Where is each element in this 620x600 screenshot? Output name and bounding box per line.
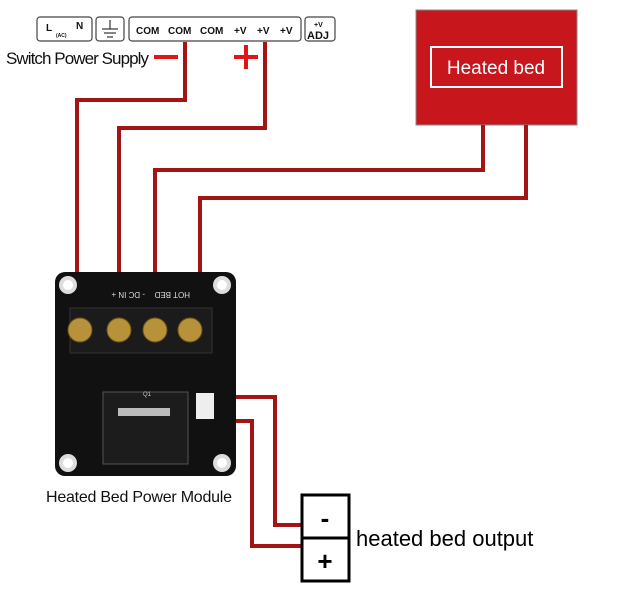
heated-bed-label-box bbox=[430, 46, 563, 88]
output-plus: + bbox=[317, 546, 332, 576]
power-supply-terminals bbox=[36, 16, 336, 42]
plus-sign-icon bbox=[234, 45, 258, 69]
wire-positive bbox=[117, 42, 267, 310]
wire-output-negative bbox=[228, 395, 302, 527]
power-module-board: - DC IN + HOT BED Q1 bbox=[55, 272, 236, 476]
silk-dc-in: - DC IN + bbox=[111, 290, 145, 299]
silk-q1: Q1 bbox=[143, 392, 152, 398]
terminal-adj-v: +V bbox=[314, 22, 323, 29]
wire-negative bbox=[75, 42, 187, 310]
heated-bed-label: Heated bed bbox=[447, 58, 545, 79]
terminal-n: N bbox=[76, 21, 83, 32]
ground-icon bbox=[102, 20, 118, 38]
output-minus: - bbox=[321, 503, 330, 533]
terminal-com: COM bbox=[200, 26, 223, 37]
output-terminals bbox=[300, 493, 351, 583]
terminal-v: +V bbox=[234, 26, 247, 37]
silk-hot-bed: HOT BED bbox=[154, 290, 190, 299]
terminal-l: L bbox=[46, 23, 52, 34]
terminal-adj: ADJ bbox=[307, 30, 329, 42]
module-label: Heated Bed Power Module bbox=[46, 489, 232, 506]
power-supply-label: Switch Power Supply bbox=[6, 49, 150, 68]
wires bbox=[75, 42, 528, 548]
wire-output-positive bbox=[228, 419, 302, 548]
minus-sign-icon bbox=[154, 55, 178, 59]
terminal-v: +V bbox=[257, 26, 270, 37]
terminal-ac: (AC) bbox=[56, 33, 67, 39]
terminal-v: +V bbox=[280, 26, 293, 37]
heated-bed bbox=[415, 9, 578, 126]
screw-terminal-block bbox=[67, 307, 213, 354]
output-label: heated bed output bbox=[356, 526, 533, 551]
heatsink-mosfet bbox=[102, 391, 189, 465]
terminal-com: COM bbox=[136, 26, 159, 37]
wire-bed-2 bbox=[198, 125, 528, 310]
output-connector bbox=[196, 393, 214, 419]
wire-bed-1 bbox=[153, 125, 485, 310]
terminal-com: COM bbox=[168, 26, 191, 37]
